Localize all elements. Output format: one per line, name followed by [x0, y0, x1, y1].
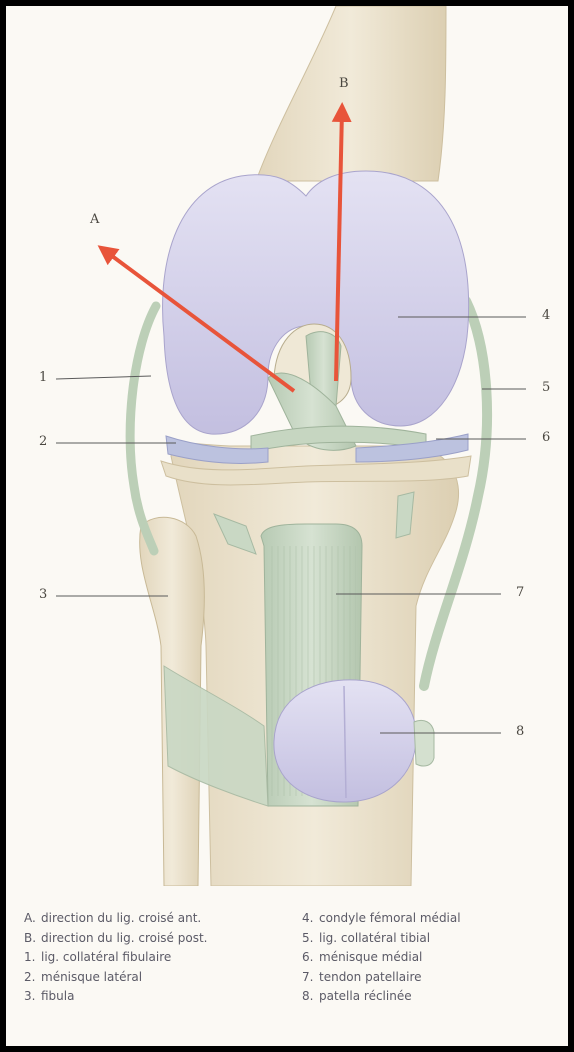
legend-item: 1.lig. collatéral fibulaire — [24, 948, 302, 968]
legend-item: 8.patella réclinée — [302, 987, 461, 1007]
arrow-b-label: B — [339, 76, 349, 91]
knee-anatomy-illustration — [6, 6, 568, 886]
callout-5: 5 — [542, 380, 550, 395]
arrow-a-label: A — [90, 212, 99, 227]
legend-item: 3.fibula — [24, 987, 302, 1007]
callout-3: 3 — [39, 587, 47, 602]
callout-4: 4 — [542, 308, 550, 323]
legend-item: A.direction du lig. croisé ant. — [24, 909, 302, 929]
legend-item: B.direction du lig. croisé post. — [24, 929, 302, 949]
callout-7: 7 — [516, 585, 524, 600]
legend-column-left: A.direction du lig. croisé ant. B.direct… — [24, 909, 302, 1007]
femur-shaft — [256, 6, 446, 181]
legend-item: 4.condyle fémoral médial — [302, 909, 461, 929]
lateral-collateral-ligament — [130, 306, 156, 551]
legend-column-right: 4.condyle fémoral médial 5.lig. collatér… — [302, 909, 461, 1007]
legend-item: 6.ménisque médial — [302, 948, 461, 968]
callout-6: 6 — [542, 430, 550, 445]
patella-tab — [414, 720, 434, 766]
legend-item: 2.ménisque latéral — [24, 968, 302, 988]
callout-1: 1 — [39, 370, 47, 385]
callout-2: 2 — [39, 434, 47, 449]
figure-frame: A B 1 2 3 4 5 6 7 8 A.direction du lig. … — [6, 6, 568, 1046]
callout-8: 8 — [516, 724, 524, 739]
legend-item: 7.tendon patellaire — [302, 968, 461, 988]
figure-legend: A.direction du lig. croisé ant. B.direct… — [24, 909, 554, 1007]
legend-item: 5.lig. collatéral tibial — [302, 929, 461, 949]
